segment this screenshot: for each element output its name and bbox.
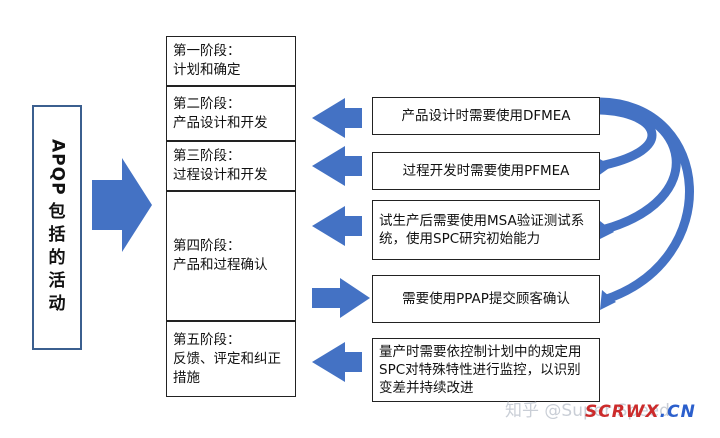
- diagram-title: APQP 包 括 的 活 动: [32, 105, 82, 350]
- note-msa-spc-text: 试生产后需要使用MSA验证测试系统，使用SPC研究初始能力: [379, 213, 585, 247]
- left-arrow-5: [312, 342, 362, 382]
- note-dfmea-text: 产品设计时需要使用DFMEA: [401, 108, 571, 124]
- right-arrow-ppap: [312, 278, 370, 318]
- phase-3-desc: 过程设计和开发: [173, 167, 268, 183]
- note-pfmea-text: 过程开发时需要使用PFMEA: [402, 163, 570, 179]
- phase-1-box: 第一阶段： 计划和确定: [166, 36, 296, 86]
- watermark-site: SCRWX.CN: [585, 402, 696, 422]
- note-ppap: 需要使用PPAP提交顾客确认: [372, 275, 600, 323]
- phase-2-box: 第二阶段： 产品设计和开发: [166, 86, 296, 141]
- phase-4-name: 第四阶段：: [173, 238, 241, 254]
- note-spc-monitor: 量产时需要依控制计划中的规定用SPC对特殊特性进行监控，以识别变差并持续改进: [372, 338, 600, 402]
- note-pfmea: 过程开发时需要使用PFMEA: [372, 152, 600, 190]
- left-arrow-1: [312, 98, 362, 138]
- curve-head-1: [598, 158, 612, 176]
- title-char: 的: [48, 248, 66, 269]
- note-spc-monitor-text: 量产时需要依控制计划中的规定用SPC对特殊特性进行监控，以识别变差并持续改进: [379, 344, 582, 396]
- curve-dfmea-ppap: [599, 97, 694, 305]
- title-apqp: APQP: [47, 138, 68, 196]
- phase-5-desc: 反馈、评定和纠正措施: [173, 350, 281, 386]
- left-arrow-3: [312, 206, 362, 246]
- phase-1-name: 第一阶段：: [173, 43, 241, 59]
- note-dfmea: 产品设计时需要使用DFMEA: [372, 97, 600, 135]
- phase-4-box: 第四阶段： 产品和过程确认: [166, 191, 296, 321]
- title-char: 活: [48, 271, 66, 292]
- phase-3-box: 第三阶段： 过程设计和开发: [166, 141, 296, 191]
- note-ppap-text: 需要使用PPAP提交顾客确认: [402, 291, 570, 307]
- phase-5-name: 第五阶段：: [173, 331, 241, 348]
- note-msa-spc: 试生产后需要使用MSA验证测试系统，使用SPC研究初始能力: [372, 200, 600, 260]
- phase-5-box: 第五阶段： 反馈、评定和纠正措施: [166, 321, 296, 397]
- title-char: 包: [48, 202, 66, 223]
- phase-3-name: 第三阶段：: [173, 148, 241, 164]
- phase-2-name: 第二阶段：: [173, 95, 241, 112]
- watermark-site-red: SCRWX: [585, 402, 660, 422]
- phase-4-desc: 产品和过程确认: [173, 257, 268, 273]
- curve-head-2: [598, 221, 614, 240]
- watermark-zhihu: 知乎 @Super Speed: [505, 401, 670, 421]
- title-char: 动: [48, 294, 66, 315]
- main-right-arrow: [92, 158, 152, 252]
- title-char: 括: [48, 225, 66, 246]
- left-arrow-2: [312, 146, 362, 186]
- phase-1-desc: 计划和确定: [173, 62, 241, 78]
- phase-2-desc: 产品设计和开发: [173, 114, 268, 131]
- watermark-site-blue: .CN: [659, 402, 696, 422]
- curve-head-3: [600, 290, 616, 310]
